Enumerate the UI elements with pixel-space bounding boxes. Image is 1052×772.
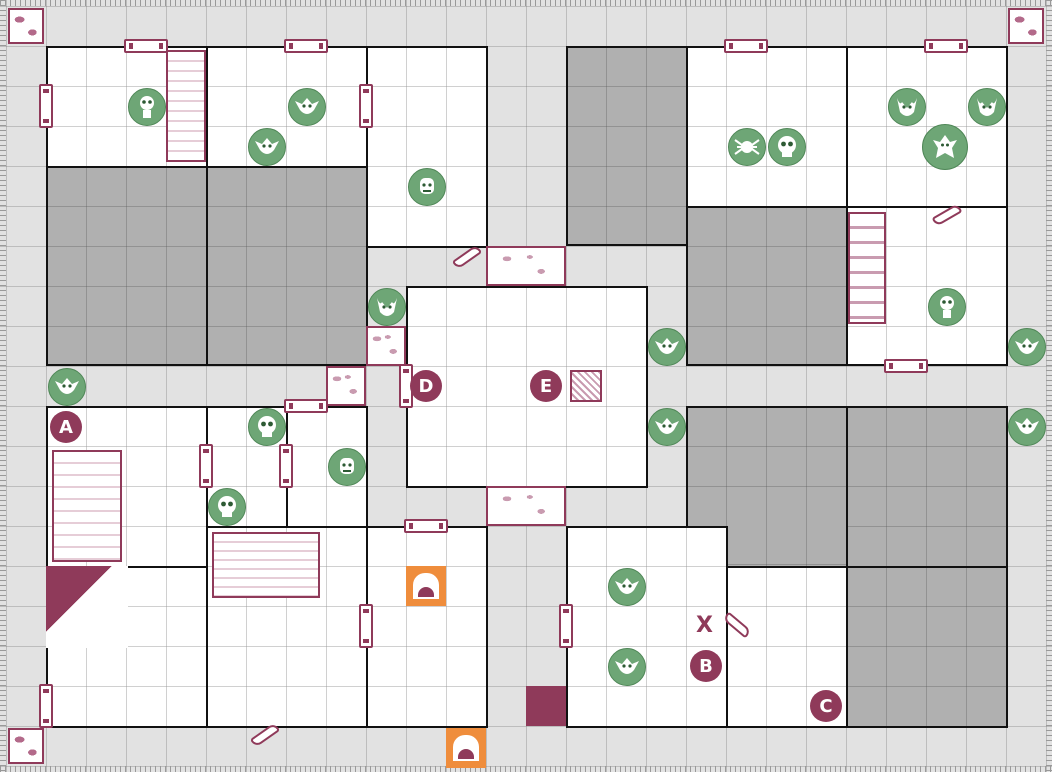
rubble-block [486, 486, 566, 526]
pit-trap-icon [446, 728, 486, 768]
room-label-d: D [410, 370, 442, 402]
orc-icon[interactable] [888, 88, 926, 126]
rubble-corner [8, 8, 44, 44]
goblin-icon[interactable] [648, 328, 686, 366]
door[interactable] [724, 39, 768, 53]
goblin-icon[interactable] [48, 368, 86, 406]
room-b [566, 526, 728, 728]
room-label-b: B [690, 650, 722, 682]
door[interactable] [39, 684, 53, 728]
skull-icon[interactable] [208, 488, 246, 526]
rubble-block [326, 366, 366, 406]
fireplace [46, 566, 128, 648]
tomb [52, 450, 122, 562]
skeleton-icon[interactable] [128, 88, 166, 126]
goblin-icon[interactable] [248, 128, 286, 166]
door[interactable] [359, 604, 373, 648]
rubble-block [366, 326, 406, 366]
room-label-c: C [810, 690, 842, 722]
broken-door [451, 244, 483, 270]
board-edge-top [0, 0, 1052, 6]
skull-icon[interactable] [768, 128, 806, 166]
rubble-corner [1008, 8, 1044, 44]
rubble-corner [8, 728, 44, 764]
door[interactable] [199, 444, 213, 488]
room-label-e: E [530, 370, 562, 402]
goblin-icon[interactable] [1008, 328, 1046, 366]
goblin-icon[interactable] [608, 568, 646, 606]
pit-trap-icon [406, 566, 446, 606]
solid-rock [566, 46, 688, 246]
solid-rock [686, 206, 848, 366]
room [206, 46, 368, 168]
room-e-central [406, 286, 648, 488]
weapon-rack [848, 212, 886, 324]
solid-rock [846, 406, 1008, 568]
orc-icon[interactable] [368, 288, 406, 326]
room [846, 46, 1008, 208]
room [686, 46, 848, 208]
door[interactable] [39, 84, 53, 128]
rubble-block [486, 246, 566, 286]
room [846, 206, 1008, 366]
throne [526, 686, 566, 726]
solid-rock [46, 166, 208, 366]
room [366, 526, 488, 728]
solid-rock [686, 406, 848, 528]
treasure-chest [570, 370, 602, 402]
board-edge-bottom [0, 766, 1052, 772]
goblin-icon[interactable] [288, 88, 326, 126]
bookcase [166, 50, 206, 162]
orc-icon[interactable] [968, 88, 1006, 126]
door[interactable] [359, 84, 373, 128]
spider-icon[interactable] [728, 128, 766, 166]
room-label-a: A [50, 411, 82, 443]
x-marker: X [696, 613, 713, 638]
board-edge-left [0, 0, 6, 772]
sorcerer-icon[interactable] [922, 124, 968, 170]
door[interactable] [279, 444, 293, 488]
door[interactable] [884, 359, 928, 373]
door[interactable] [124, 39, 168, 53]
table [212, 532, 320, 598]
door[interactable] [404, 519, 448, 533]
door[interactable] [284, 399, 328, 413]
goblin-icon[interactable] [1008, 408, 1046, 446]
solid-rock [846, 566, 1008, 728]
zombie-icon[interactable] [408, 168, 446, 206]
room [366, 46, 488, 248]
door[interactable] [284, 39, 328, 53]
goblin-icon[interactable] [608, 648, 646, 686]
door[interactable] [559, 604, 573, 648]
skull-icon[interactable] [248, 408, 286, 446]
solid-rock [206, 166, 368, 366]
door[interactable] [924, 39, 968, 53]
skeleton-icon[interactable] [928, 288, 966, 326]
goblin-icon[interactable] [648, 408, 686, 446]
room-c [726, 566, 848, 728]
board-edge-right [1046, 0, 1052, 772]
solid-rock [726, 526, 848, 568]
zombie-icon[interactable] [328, 448, 366, 486]
